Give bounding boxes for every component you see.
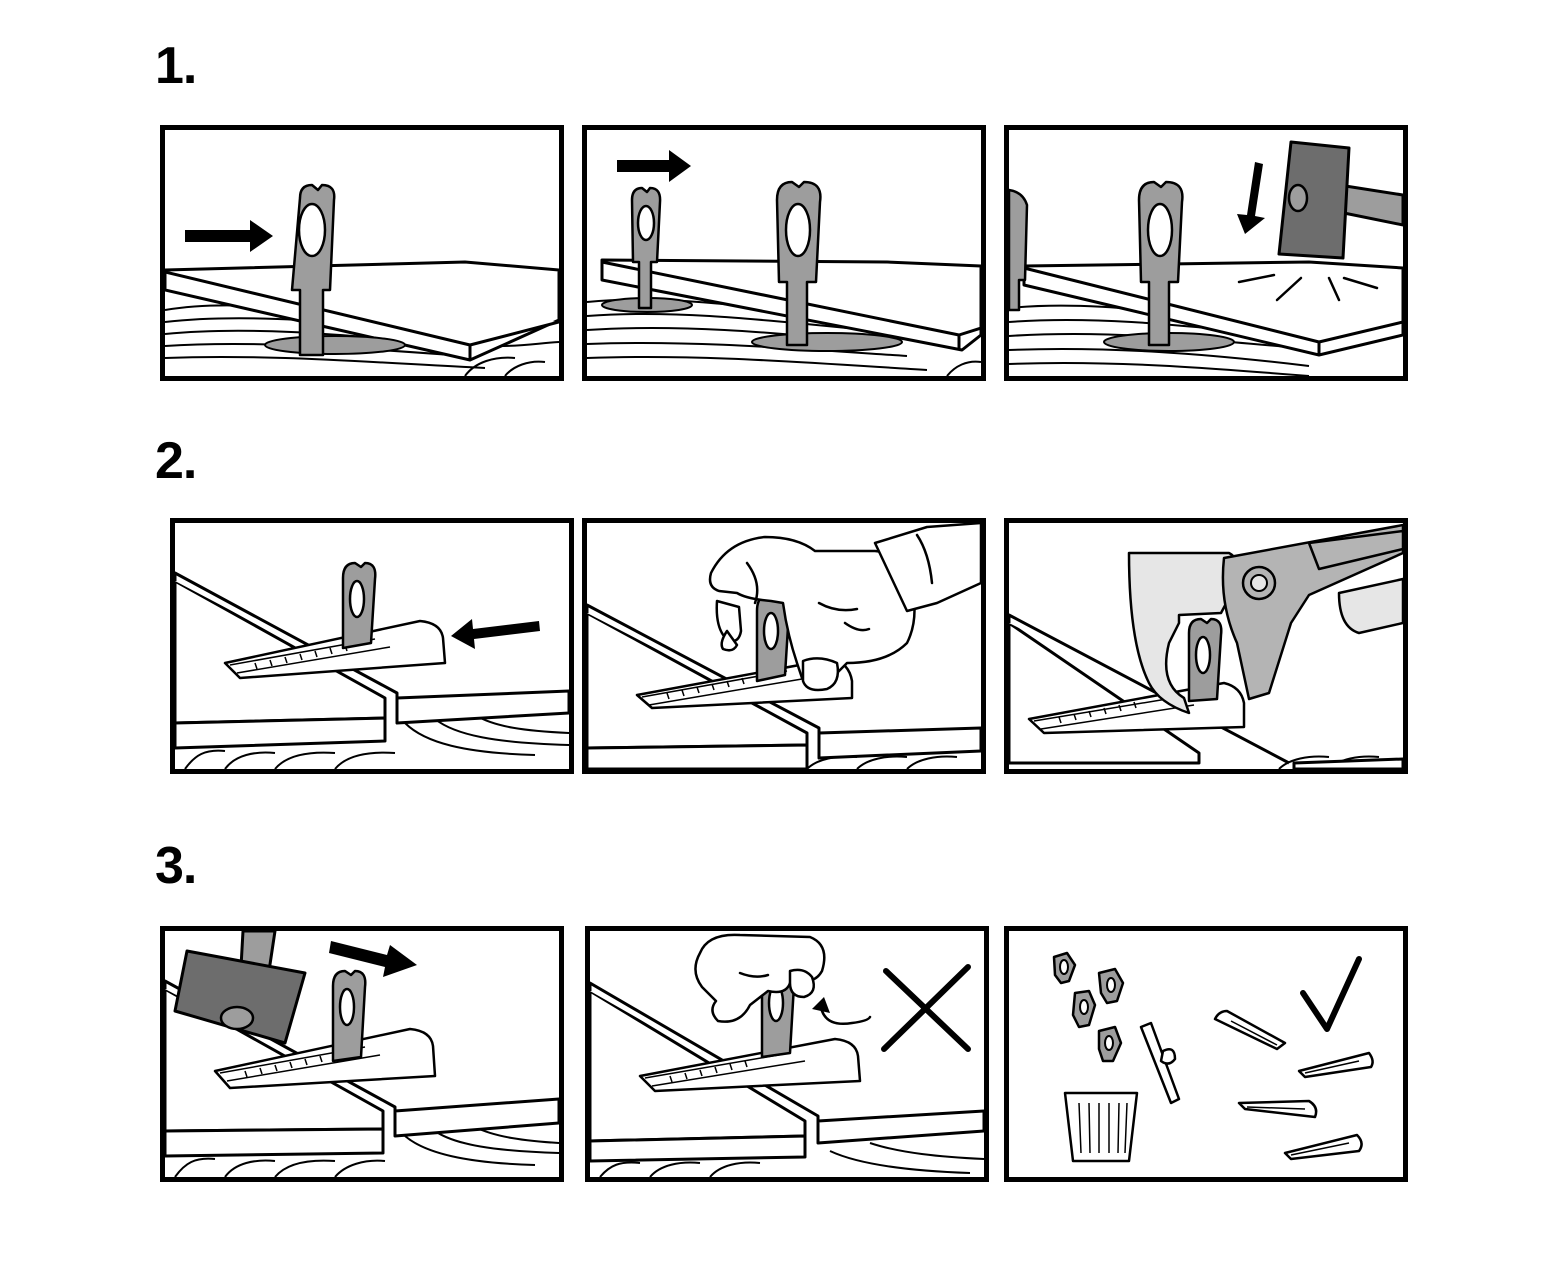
impact-lines bbox=[1237, 273, 1379, 302]
panel-1-insert-clip bbox=[160, 125, 564, 381]
arrow-icon bbox=[185, 220, 273, 252]
wedge-icon bbox=[638, 1037, 862, 1093]
leveling-clip-icon bbox=[1009, 188, 1029, 312]
hand-icon bbox=[708, 523, 981, 692]
leveling-clip-icon bbox=[1071, 989, 1097, 1029]
leveling-clip-icon bbox=[331, 969, 367, 1063]
tile bbox=[1292, 757, 1403, 769]
tile bbox=[395, 689, 569, 725]
adhesive bbox=[264, 335, 406, 355]
wedge-icon bbox=[1237, 1099, 1318, 1119]
leveling-clip-icon bbox=[1187, 617, 1223, 703]
trash-bin-icon bbox=[1063, 1091, 1139, 1163]
pliers-icon bbox=[1127, 523, 1403, 715]
tile bbox=[817, 726, 981, 760]
wedge-icon bbox=[213, 1027, 437, 1090]
wedge-icon bbox=[1283, 1133, 1363, 1161]
panel-2-push-wedge bbox=[582, 518, 986, 774]
leveling-clip-icon bbox=[1097, 967, 1125, 1005]
panel-1-next-tile bbox=[582, 125, 986, 381]
leveling-clip-icon bbox=[1097, 1025, 1123, 1063]
tile bbox=[393, 1097, 559, 1138]
illustration-insert-wedge bbox=[175, 561, 569, 769]
leveling-clip-icon bbox=[775, 180, 822, 347]
adhesive bbox=[751, 332, 903, 352]
leveling-clip-icon bbox=[630, 186, 662, 310]
panel-3-collect-reuse bbox=[1004, 926, 1408, 1182]
illustration-push-wedge bbox=[587, 523, 981, 769]
step-2-number: 2. bbox=[155, 432, 197, 490]
illustration-insert-clip bbox=[165, 183, 559, 376]
floor-grain bbox=[174, 1126, 559, 1177]
illustration-collect-reuse bbox=[1052, 951, 1374, 1163]
panel-2-insert-wedge bbox=[170, 518, 574, 774]
arrow-icon bbox=[1237, 162, 1265, 234]
panel-3-wrong-removal bbox=[585, 926, 989, 1182]
illustration-tighten-pliers bbox=[1009, 523, 1403, 769]
tile bbox=[816, 1109, 984, 1145]
arrow-icon bbox=[329, 941, 417, 977]
check-mark-icon bbox=[1300, 956, 1362, 1032]
clip-base-icon bbox=[1139, 1021, 1181, 1105]
illustration-tap-tile bbox=[1009, 140, 1403, 376]
panel-2-tighten-pliers bbox=[1004, 518, 1408, 774]
panel-1-tap-tile bbox=[1004, 125, 1408, 381]
rubber-mallet-icon bbox=[1277, 140, 1403, 260]
arrow-icon bbox=[617, 150, 691, 182]
hand-icon bbox=[694, 933, 826, 1023]
step-1-number: 1. bbox=[155, 37, 197, 95]
floor-grain bbox=[184, 714, 569, 769]
panel-3-knock-clip bbox=[160, 926, 564, 1182]
illustration-next-tile bbox=[587, 150, 981, 376]
cross-mark-icon bbox=[881, 964, 971, 1052]
twist-arrow-icon bbox=[820, 1009, 872, 1025]
arrow-icon bbox=[451, 619, 540, 649]
floor-grain bbox=[587, 298, 981, 376]
wedge-icon bbox=[1213, 1009, 1287, 1051]
leveling-clip-icon bbox=[1052, 951, 1077, 985]
illustration-knock-clip bbox=[165, 931, 559, 1177]
leveling-clip-icon bbox=[290, 183, 336, 357]
wedge-icon bbox=[223, 619, 447, 680]
leveling-clip-icon bbox=[341, 561, 377, 650]
wedge-icon bbox=[1297, 1051, 1374, 1079]
leveling-clip-icon bbox=[1137, 180, 1184, 347]
illustration-wrong-removal bbox=[590, 933, 984, 1177]
floor-grain bbox=[599, 1142, 984, 1177]
step-3-number: 3. bbox=[155, 837, 197, 895]
rubber-mallet-icon bbox=[173, 931, 307, 1045]
